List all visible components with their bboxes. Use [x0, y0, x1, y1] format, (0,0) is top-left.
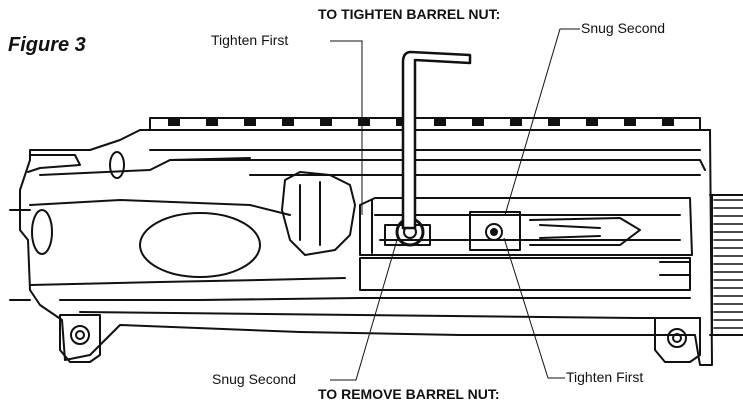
rail-slots — [168, 118, 674, 126]
mag-well — [139, 212, 261, 278]
forward-assist — [281, 171, 356, 256]
tighten-heading: TO TIGHTEN BARREL NUT: — [318, 6, 501, 22]
gas-key — [469, 211, 521, 251]
figure-title: Figure 3 — [8, 34, 86, 56]
leader-snug-second-bottom — [330, 239, 398, 381]
mag-catch — [31, 209, 53, 255]
gas-key-screw — [485, 223, 503, 241]
rear-pin — [109, 151, 125, 179]
leader-tighten-first-bottom — [503, 237, 565, 379]
callout-tighten-first-top: Tighten First — [211, 32, 289, 48]
rear-lug — [654, 317, 701, 363]
receiver-body — [19, 129, 713, 366]
remove-heading: TO REMOVE BARREL NUT: — [318, 386, 500, 402]
leader-snug-second-top — [504, 28, 580, 216]
front-lug — [59, 314, 101, 363]
callout-tighten-first-bottom: Tighten First — [566, 369, 644, 385]
callout-snug-second-top: Snug Second — [581, 20, 666, 36]
callout-snug-second-bottom: Snug Second — [212, 371, 297, 387]
leader-lines — [330, 28, 580, 381]
leader-tighten-first-top — [330, 40, 363, 215]
charging-handle — [27, 154, 81, 173]
barrel-threads — [709, 194, 743, 336]
thread-lines — [713, 199, 743, 329]
hex-key-long-arm — [401, 50, 472, 230]
